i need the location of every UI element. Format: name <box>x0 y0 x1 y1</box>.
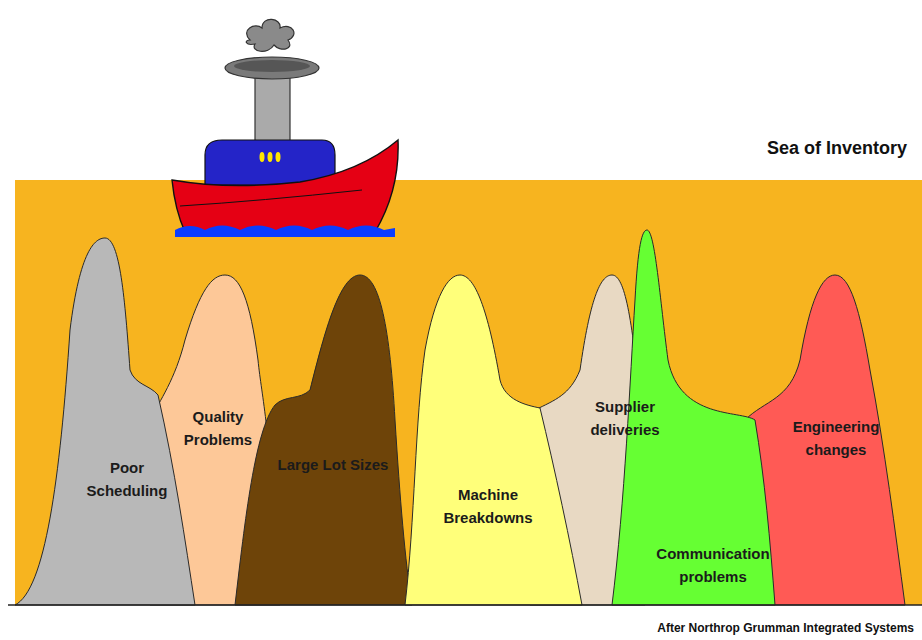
obstacle-rock: Large Lot Sizes <box>235 275 412 605</box>
rock-outline <box>405 275 582 605</box>
rock-outline <box>15 238 195 605</box>
sea-title: Sea of Inventory <box>767 138 907 159</box>
rock-label: Supplier deliveries <box>579 396 671 441</box>
obstacle-rock: Poor Scheduling <box>15 238 195 605</box>
rock-label: Quality Problems <box>176 406 260 451</box>
chimney-top <box>225 57 319 79</box>
cabin-window <box>260 152 265 162</box>
rock-shape <box>235 275 412 605</box>
rock-label: Engineering changes <box>784 416 888 461</box>
sea-water <box>15 180 922 605</box>
sea-floor-line <box>8 604 922 606</box>
cabin-window <box>276 152 281 162</box>
hull-line <box>180 190 362 206</box>
source-caption-holder: After Northrop Grumman Integrated System… <box>657 621 914 635</box>
smoke-cloud <box>246 19 294 51</box>
rock-label: Machine Breakdowns <box>429 484 547 529</box>
rock-shape <box>740 275 905 605</box>
boat-hull <box>172 140 398 232</box>
rock-outline <box>530 275 645 605</box>
obstacle-rock: Communication problems <box>612 230 775 605</box>
boat-chimney <box>255 70 290 145</box>
rock-label: Large Lot Sizes <box>258 454 408 477</box>
chimney-opening <box>234 60 310 72</box>
obstacle-rock: Supplier deliveries <box>530 275 645 605</box>
obstacle-rock: Quality Problems <box>150 275 280 605</box>
sea-title-holder: Sea of Inventory <box>767 138 907 159</box>
rock-label: Communication problems <box>646 543 780 588</box>
cabin-window <box>268 152 273 162</box>
rock-outline <box>235 275 412 605</box>
source-caption: After Northrop Grumman Integrated System… <box>657 621 914 635</box>
obstacle-rock: Machine Breakdowns <box>405 275 582 605</box>
water-waves <box>175 226 395 238</box>
rock-label: Poor Scheduling <box>79 457 175 502</box>
